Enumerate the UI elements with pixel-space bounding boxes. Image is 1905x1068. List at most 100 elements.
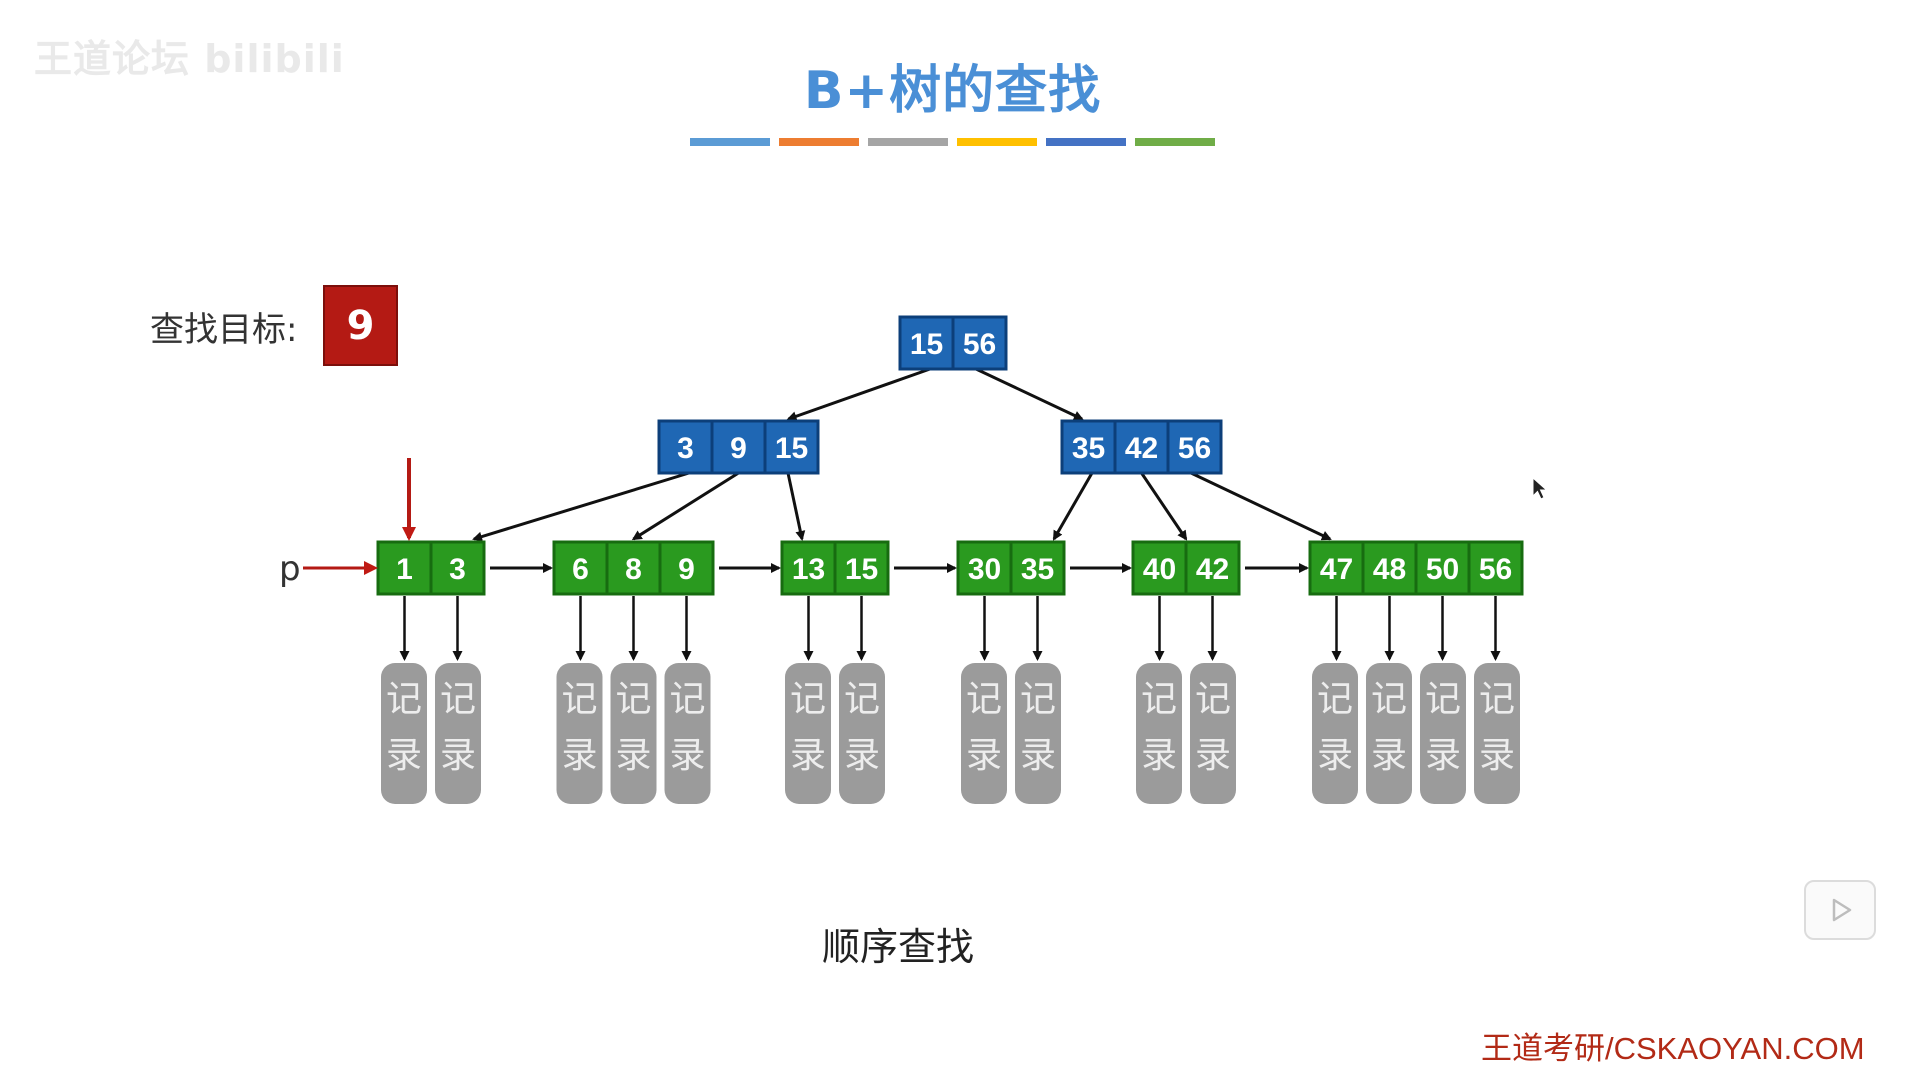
record-1-0: 记录: [556, 663, 603, 804]
record-text-1: 记: [1479, 679, 1515, 720]
leaf-node-5-key-3: 56: [1479, 553, 1512, 586]
leaf-node-4-cell-1: [1184, 540, 1241, 596]
record-text-1: 记: [844, 679, 880, 720]
internal-node-1-cell-1: [1113, 419, 1170, 475]
leaf-node-3-cell-1: [1009, 540, 1066, 596]
record-0-1: 记录: [435, 663, 481, 804]
record-text-2: 录: [669, 735, 705, 776]
record-text-2: 录: [1141, 735, 1177, 776]
leaf-node-4-key-1: 42: [1196, 553, 1229, 586]
title-color-bars: [0, 138, 1905, 146]
leaf-node-3-key-1: 35: [1021, 553, 1054, 586]
caption: 顺序查找: [822, 925, 975, 969]
internal-node-0-key-2: 15: [775, 432, 808, 465]
record-text-1: 记: [1371, 679, 1407, 720]
root-node-key-1: 56: [963, 328, 996, 361]
title-bar-5: [1135, 138, 1215, 146]
leaf-node-1-cell-1: [605, 540, 662, 596]
record-text-2: 录: [615, 735, 651, 776]
record-5-2: 记录: [1420, 663, 1466, 804]
record-text-1: 记: [1141, 679, 1177, 720]
record-text-1: 记: [1317, 679, 1353, 720]
record-text-2: 录: [844, 735, 880, 776]
leaf-node-1-key-0: 6: [572, 553, 589, 586]
record-text-1: 记: [1020, 679, 1056, 720]
record-text-2: 录: [561, 735, 597, 776]
leaf-node-0-key-1: 3: [449, 553, 466, 586]
leaf-node-2-cell-1: [833, 540, 890, 596]
record-text-1: 记: [790, 679, 826, 720]
leaf-node-5: 47 48 50 56: [1308, 540, 1524, 596]
mouse-cursor-icon: [1532, 477, 1548, 500]
edge-internal-1-0: [1052, 472, 1094, 541]
edge-internal-0-2: [786, 472, 806, 541]
leaf-node-1-key-1: 8: [625, 553, 642, 586]
record-text-2: 录: [1195, 735, 1231, 776]
record-3-0: 记录: [961, 663, 1007, 804]
watermark: 王道论坛 bilibili: [34, 37, 345, 81]
record-0-0: 记录: [381, 663, 427, 804]
internal-node-0-key-0: 3: [677, 432, 694, 465]
internal-node-0-cell-1: [710, 419, 767, 475]
internal-node-1-key-1: 42: [1125, 432, 1158, 465]
record-1-1: 记录: [610, 663, 657, 804]
leaf-node-4-key-0: 40: [1143, 553, 1176, 586]
edge-root-0: [786, 367, 931, 422]
leaf-node-3-key-0: 30: [968, 553, 1001, 586]
record-text-2: 录: [790, 735, 826, 776]
leaf-node-1-cell-0: [552, 540, 609, 596]
leaf-node-5-key-0: 47: [1320, 553, 1353, 586]
play-icon: [1832, 898, 1852, 922]
leaf-node-4-cell-0: [1131, 540, 1188, 596]
record-5-3: 记录: [1474, 663, 1520, 804]
record-1-2: 记录: [664, 663, 711, 804]
record-5-1: 记录: [1366, 663, 1412, 804]
root-node-cell-0: [898, 315, 955, 371]
leaf-node-0-key-0: 1: [396, 553, 413, 586]
title-bar-4: [1046, 138, 1126, 146]
record-text-1: 记: [669, 679, 705, 720]
leaf-node-2-key-0: 13: [792, 553, 825, 586]
edge-internal-1-1: [1140, 472, 1188, 541]
leaf-node-1-cell-2: [658, 540, 715, 596]
tree-edges: [399, 367, 1501, 661]
leaf-node-3-cell-0: [956, 540, 1013, 596]
record-2-1: 记录: [839, 663, 885, 804]
root-node-key-0: 15: [910, 328, 943, 361]
root-node-cell-1: [951, 315, 1008, 371]
record-text-1: 记: [440, 679, 476, 720]
edge-internal-0-1: [631, 471, 740, 541]
leaf-node-5-key-2: 50: [1426, 553, 1459, 586]
record-text-2: 录: [386, 735, 422, 776]
record-text-1: 记: [615, 679, 651, 720]
search-target-value: 9: [323, 285, 398, 366]
record-text-1: 记: [1195, 679, 1231, 720]
leaf-node-1: 6 8 9: [552, 540, 715, 596]
title-bar-3: [957, 138, 1037, 146]
record-5-0: 记录: [1312, 663, 1358, 804]
leaf-node-3: 30 35: [956, 540, 1066, 596]
leaf-node-2: 13 15: [780, 540, 890, 596]
record-text-1: 记: [386, 679, 422, 720]
footer-brand: 王道考研/CSKAOYAN.COM: [1481, 1031, 1865, 1066]
record-text-2: 录: [966, 735, 1002, 776]
leaf-node-5-key-1: 48: [1373, 553, 1406, 586]
leaf-node-5-cell-0: [1308, 540, 1365, 596]
record-4-0: 记录: [1136, 663, 1182, 804]
leaf-node-2-key-1: 15: [845, 553, 878, 586]
edge-internal-0-0: [472, 471, 690, 542]
record-2-0: 记录: [785, 663, 831, 804]
leaf-node-1-key-2: 9: [678, 553, 695, 586]
title-bar-2: [868, 138, 948, 146]
play-button[interactable]: [1804, 880, 1876, 940]
record-text-2: 录: [440, 735, 476, 776]
pointer-label: p: [279, 549, 301, 589]
leaf-node-4: 40 42: [1131, 540, 1241, 596]
record-text-2: 录: [1020, 735, 1056, 776]
